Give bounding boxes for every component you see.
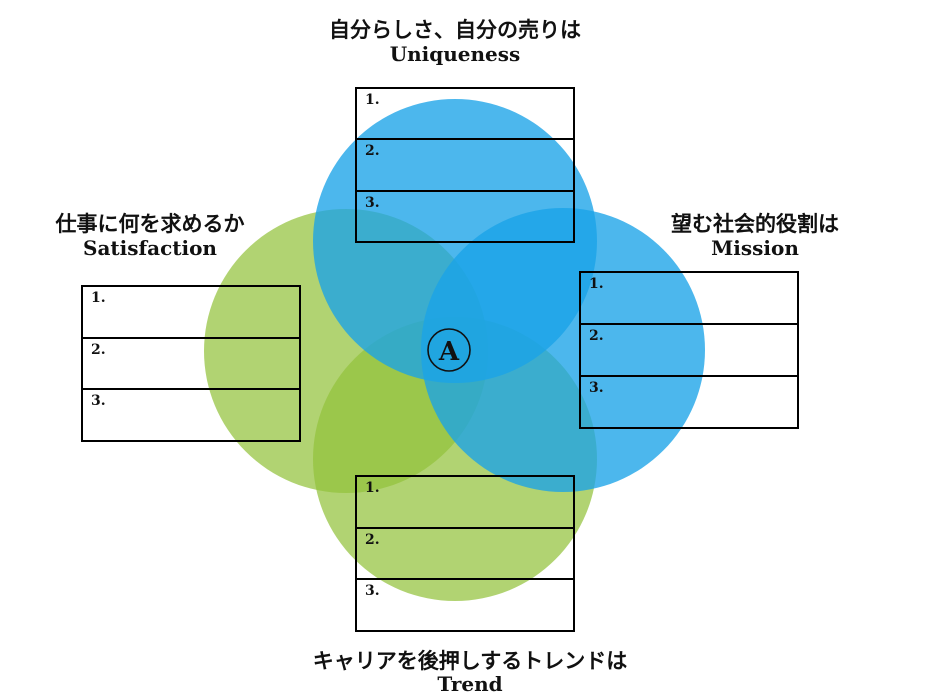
trend-title-jp: キャリアを後押しするトレンドは — [312, 649, 628, 673]
trend-title-en: Trend — [437, 672, 503, 696]
mission-item-3[interactable]: 3. — [581, 377, 797, 427]
trend-heading: キャリアを後押しするトレンドは Trend — [270, 650, 670, 696]
satisfaction-item-3-number: 3. — [91, 393, 106, 410]
center-marker-ring — [427, 328, 471, 372]
mission-heading: 望む社会的役割は Mission — [640, 212, 870, 260]
mission-item-1-number: 1. — [589, 276, 604, 292]
trend-item-1-number: 1. — [365, 480, 380, 496]
mission-title-jp: 望む社会的役割は — [671, 212, 839, 236]
mission-item-1[interactable]: 1. — [581, 273, 797, 325]
mission-item-2[interactable]: 2. — [581, 325, 797, 377]
uniqueness-item-3[interactable]: 3. — [357, 192, 573, 241]
uniqueness-item-1[interactable]: 1. — [357, 89, 573, 141]
satisfaction-title-en: Satisfaction — [83, 236, 217, 260]
uniqueness-title-en: Uniqueness — [389, 42, 521, 66]
uniqueness-heading: 自分らしさ、自分の売りは Uniqueness — [265, 18, 645, 66]
satisfaction-box: 1. 2. 3. — [81, 285, 301, 442]
uniqueness-item-2-number: 2. — [365, 143, 380, 160]
mission-item-3-number: 3. — [589, 380, 604, 396]
uniqueness-item-1-number: 1. — [365, 92, 380, 108]
satisfaction-item-1-number: 1. — [91, 290, 106, 306]
satisfaction-item-1[interactable]: 1. — [83, 287, 299, 339]
trend-item-1[interactable]: 1. — [357, 477, 573, 529]
mission-title-en: Mission — [711, 236, 799, 260]
mission-circle — [421, 208, 705, 492]
trend-item-2-number: 2. — [365, 531, 380, 548]
uniqueness-item-2[interactable]: 2. — [357, 140, 573, 192]
uniqueness-box: 1. 2. 3. — [355, 87, 575, 243]
mission-item-2-number: 2. — [589, 328, 604, 344]
uniqueness-item-3-number: 3. — [365, 194, 380, 211]
uniqueness-title-jp: 自分らしさ、自分の売りは — [329, 18, 581, 42]
satisfaction-item-2[interactable]: 2. — [83, 339, 299, 391]
center-marker-label: A — [438, 337, 460, 367]
satisfaction-item-3[interactable]: 3. — [83, 390, 299, 440]
mission-box: 1. 2. 3. — [579, 271, 799, 429]
satisfaction-heading: 仕事に何を求めるか Satisfaction — [20, 212, 280, 260]
trend-item-2[interactable]: 2. — [357, 529, 573, 581]
satisfaction-item-2-number: 2. — [91, 341, 106, 358]
trend-item-3[interactable]: 3. — [357, 580, 573, 630]
trend-item-3-number: 3. — [365, 583, 380, 600]
satisfaction-title-jp: 仕事に何を求めるか — [55, 212, 245, 236]
trend-box: 1. 2. 3. — [355, 475, 575, 632]
